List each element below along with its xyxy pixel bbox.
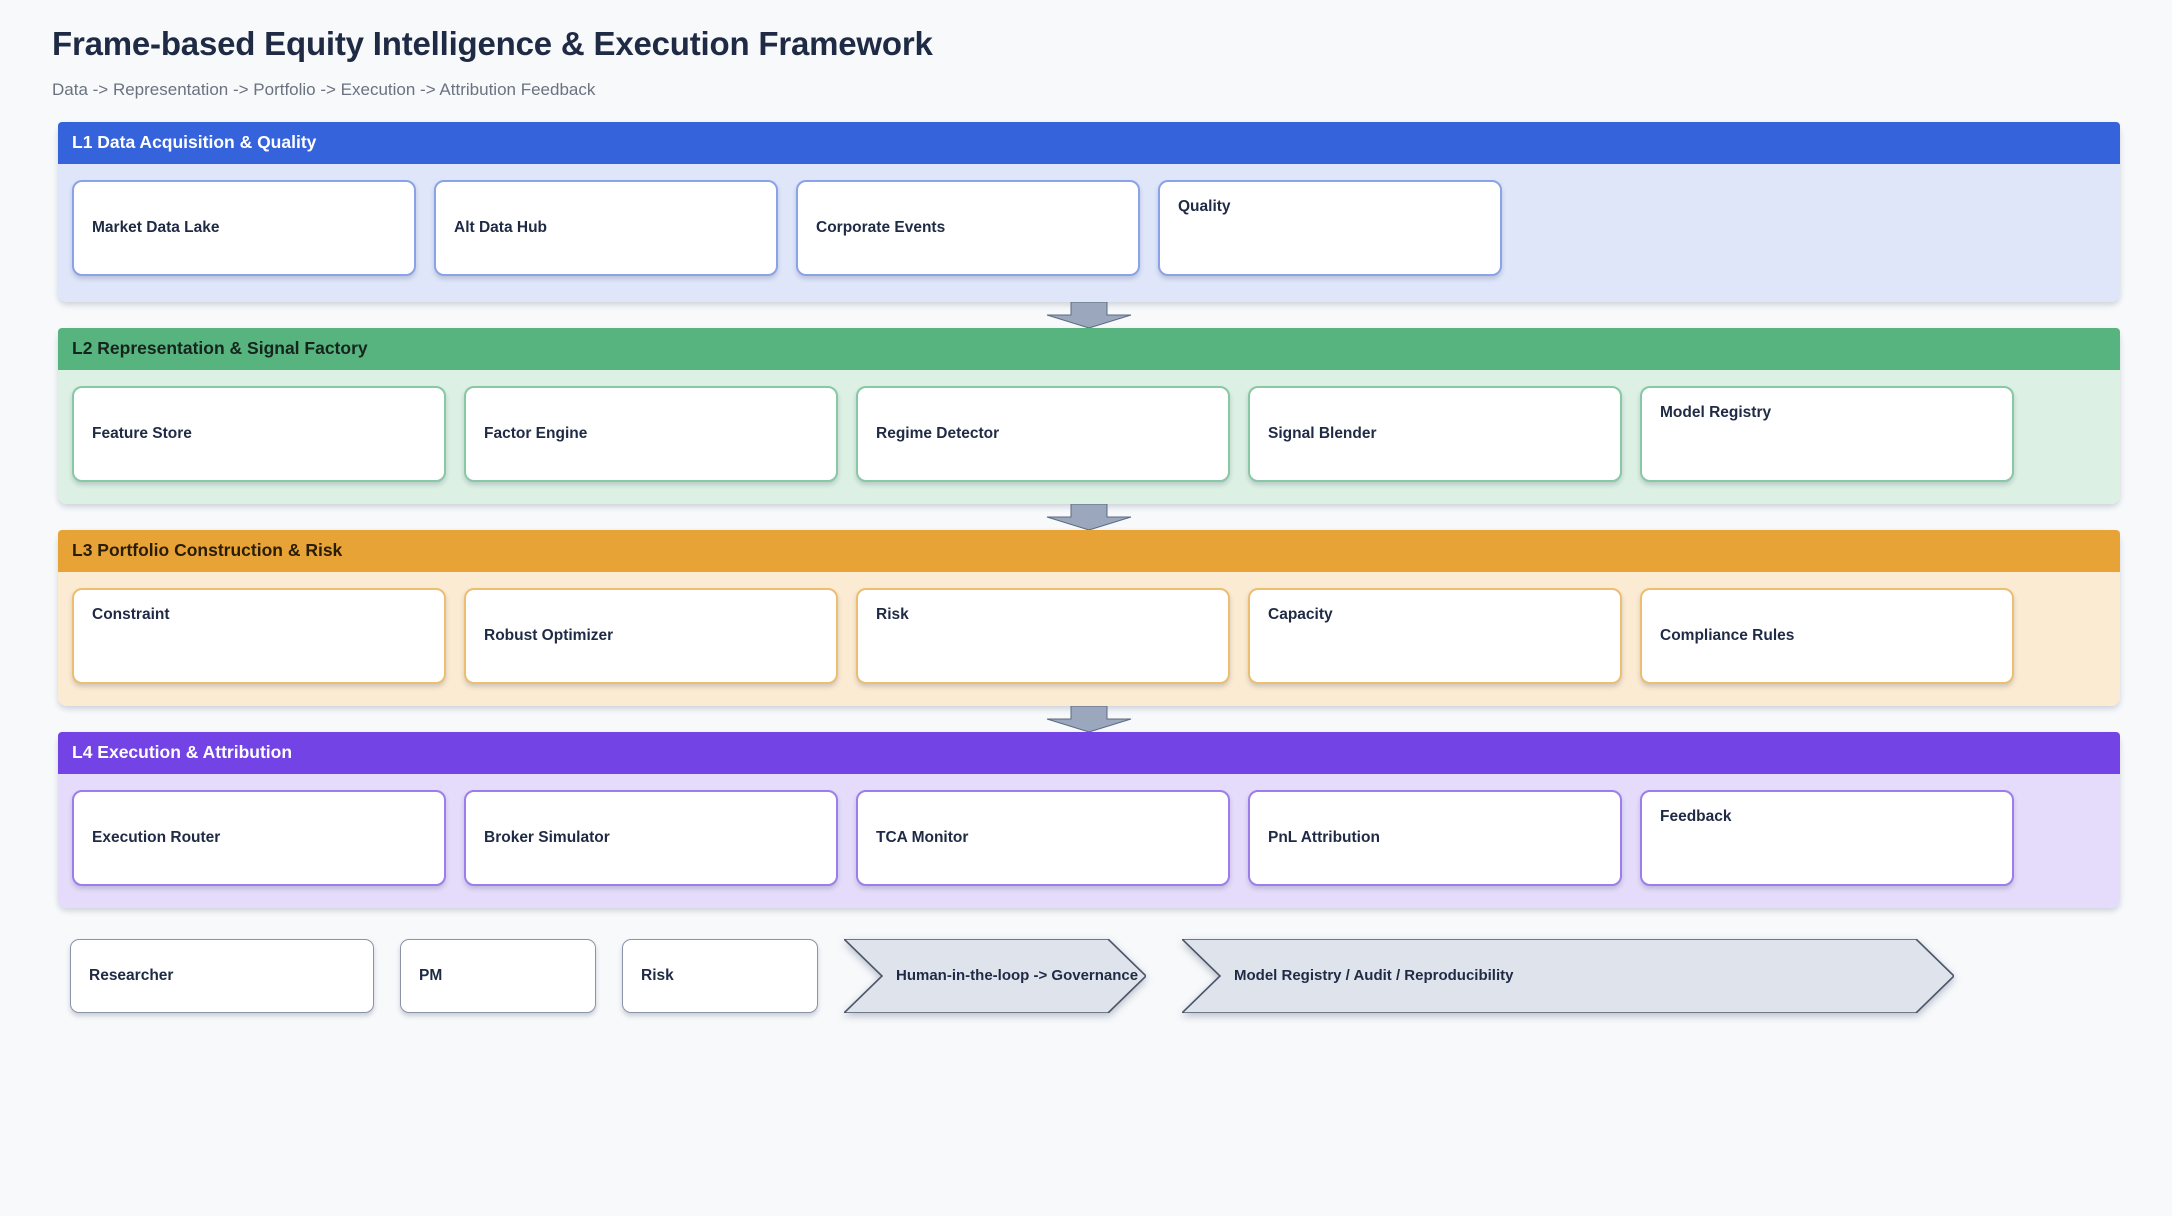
card-broker-simulator[interactable]: Broker Simulator <box>464 789 838 886</box>
band-l4-header: L4 Execution & Attribution <box>58 731 2120 774</box>
band-l4-cards: Execution Router Broker Simulator TCA Mo… <box>58 773 2120 908</box>
card-label: Compliance Rules <box>1660 626 1795 644</box>
card-label: Factor Engine <box>484 424 588 442</box>
band-l3-header: L3 Portfolio Construction & Risk <box>58 529 2120 572</box>
page-subtitle: Data -> Representation -> Portfolio -> E… <box>52 79 596 99</box>
card-label: TCA Monitor <box>876 828 969 846</box>
card-label: Capacity <box>1268 605 1333 623</box>
banner-human-in-the-loop[interactable]: Human-in-the-loop -> Governance <box>844 938 1146 1013</box>
banner-label: Human-in-the-loop -> Governance <box>896 967 1139 985</box>
card-capacity[interactable]: Capacity <box>1248 587 1622 684</box>
chevron-right-icon <box>1182 938 1954 1013</box>
card-pnl-attribution[interactable]: PnL Attribution <box>1248 789 1622 886</box>
band-l1[interactable]: L1 Data Acquisition & Quality Market Dat… <box>58 121 2120 302</box>
band-l1-cards: Market Data Lake Alt Data Hub Corporate … <box>58 163 2120 302</box>
connector-l2-l3 <box>58 503 2120 530</box>
banner-model-registry-audit[interactable]: Model Registry / Audit / Reproducibility <box>1182 938 1954 1013</box>
card-execution-router[interactable]: Execution Router <box>72 789 446 886</box>
band-l1-header: L1 Data Acquisition & Quality <box>58 121 2120 164</box>
card-label: Feature Store <box>92 424 192 442</box>
role-box-risk[interactable]: Risk <box>622 938 818 1013</box>
card-alt-data-hub[interactable]: Alt Data Hub <box>434 179 778 276</box>
chevron-right-icon <box>844 938 1146 1013</box>
card-label: Corporate Events <box>816 218 946 236</box>
role-label: Risk <box>641 966 674 984</box>
connector-l3-l4 <box>58 705 2120 732</box>
card-quality[interactable]: Quality <box>1158 179 1502 276</box>
arrow-down-icon <box>1046 301 1132 328</box>
connector-l1-l2 <box>58 301 2120 328</box>
card-label: Regime Detector <box>876 424 1000 442</box>
card-label: Alt Data Hub <box>454 218 547 236</box>
page-header: Frame-based Equity Intelligence & Execut… <box>0 0 2172 100</box>
band-l3[interactable]: L3 Portfolio Construction & Risk Constra… <box>58 529 2120 706</box>
card-risk[interactable]: Risk <box>856 587 1230 684</box>
banner-label: Model Registry / Audit / Reproducibility <box>1234 967 1514 985</box>
band-l2[interactable]: L2 Representation & Signal Factory Featu… <box>58 327 2120 504</box>
page-title: Frame-based Equity Intelligence & Execut… <box>52 25 933 62</box>
card-label: Broker Simulator <box>484 828 610 846</box>
card-label: Risk <box>876 605 909 623</box>
card-label: Model Registry <box>1660 403 1772 421</box>
arrow-down-icon <box>1046 705 1132 732</box>
band-l4[interactable]: L4 Execution & Attribution Execution Rou… <box>58 731 2120 908</box>
card-label: PnL Attribution <box>1268 828 1380 846</box>
footer-row: Researcher PM Risk Human-in-the-loop -> … <box>70 934 2172 1018</box>
card-feedback[interactable]: Feedback <box>1640 789 2014 886</box>
arrow-down-icon <box>1046 503 1132 530</box>
card-tca-monitor[interactable]: TCA Monitor <box>856 789 1230 886</box>
band-stack: L1 Data Acquisition & Quality Market Dat… <box>0 121 2172 908</box>
card-model-registry[interactable]: Model Registry <box>1640 385 2014 482</box>
card-constraint[interactable]: Constraint <box>72 587 446 684</box>
card-market-data-lake[interactable]: Market Data Lake <box>72 179 416 276</box>
card-label: Constraint <box>92 605 170 623</box>
role-box-researcher[interactable]: Researcher <box>70 938 374 1013</box>
band-l2-header: L2 Representation & Signal Factory <box>58 327 2120 370</box>
card-label: Robust Optimizer <box>484 626 614 644</box>
card-label: Feedback <box>1660 807 1732 825</box>
card-compliance-rules[interactable]: Compliance Rules <box>1640 587 2014 684</box>
card-signal-blender[interactable]: Signal Blender <box>1248 385 1622 482</box>
role-box-pm[interactable]: PM <box>400 938 596 1013</box>
card-robust-optimizer[interactable]: Robust Optimizer <box>464 587 838 684</box>
card-label: Quality <box>1178 197 1231 215</box>
card-factor-engine[interactable]: Factor Engine <box>464 385 838 482</box>
card-regime-detector[interactable]: Regime Detector <box>856 385 1230 482</box>
band-l2-cards: Feature Store Factor Engine Regime Detec… <box>58 369 2120 504</box>
role-label: PM <box>419 966 443 984</box>
card-corporate-events[interactable]: Corporate Events <box>796 179 1140 276</box>
role-label: Researcher <box>89 966 174 984</box>
card-label: Execution Router <box>92 828 221 846</box>
band-l3-cards: Constraint Robust Optimizer Risk Capacit… <box>58 571 2120 706</box>
card-label: Signal Blender <box>1268 424 1377 442</box>
card-feature-store[interactable]: Feature Store <box>72 385 446 482</box>
card-label: Market Data Lake <box>92 218 220 236</box>
